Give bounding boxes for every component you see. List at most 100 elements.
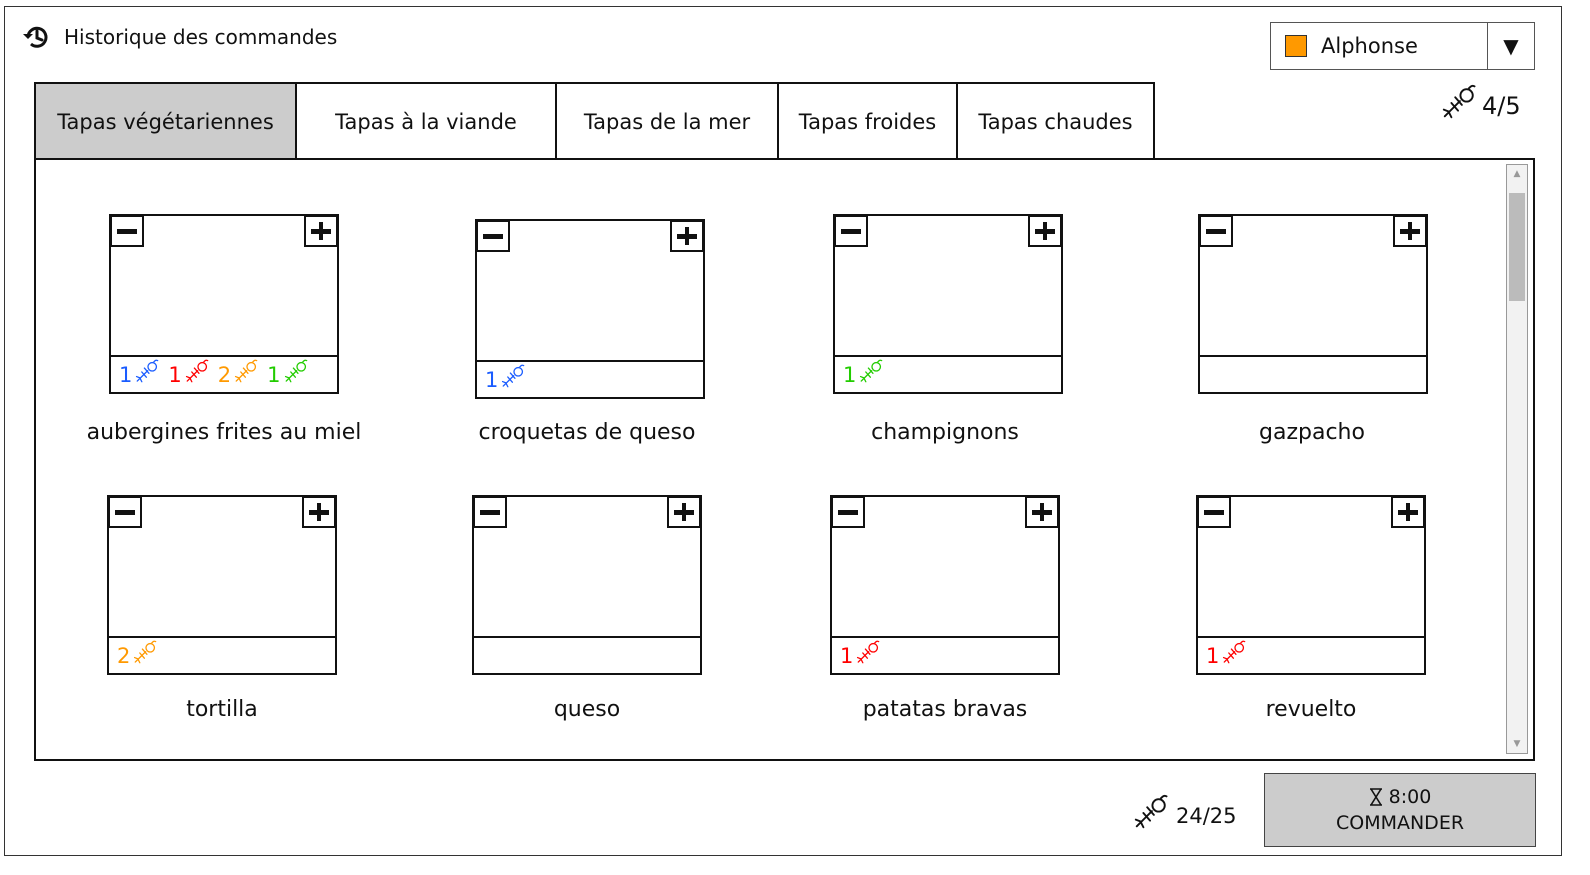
order-count-value: 1	[119, 362, 133, 387]
dish-name: gazpacho	[1259, 420, 1365, 445]
hourglass-icon	[1369, 788, 1382, 806]
order-count-value: 1	[485, 367, 499, 392]
dish-name: patatas bravas	[862, 697, 1028, 722]
dish-orders	[1200, 355, 1426, 392]
order-count: 2	[218, 359, 259, 390]
history-icon	[23, 26, 48, 48]
dish-image	[477, 251, 703, 360]
order-count: 1	[485, 364, 526, 395]
dish-image	[832, 527, 1058, 636]
dish-card: 1	[475, 219, 705, 399]
history-label: Historique des commandes	[64, 25, 338, 49]
order-timer: 8:00	[1369, 786, 1432, 808]
dropdown-arrow-icon[interactable]: ▼	[1487, 23, 1534, 69]
dish-name: queso	[553, 697, 621, 722]
skewer-icon	[1440, 84, 1478, 128]
total-count: 24/25	[1176, 803, 1237, 828]
dish-orders: 1	[1198, 636, 1424, 673]
increase-button[interactable]	[302, 496, 336, 528]
dish-orders: 1	[835, 355, 1061, 392]
app-window	[4, 6, 1562, 856]
order-count-value: 1	[168, 362, 182, 387]
order-count: 1	[119, 359, 160, 390]
tab-vegetarian[interactable]: Tapas végétariennes	[34, 82, 297, 160]
order-count: 1	[843, 359, 884, 390]
order-count-value: 1	[840, 643, 854, 668]
timer-value: 8:00	[1388, 786, 1432, 808]
vertical-scrollbar[interactable]: ▲ ▼	[1506, 164, 1528, 754]
skewer-icon	[134, 359, 160, 390]
dish-card: 1	[830, 495, 1060, 675]
decrease-button[interactable]	[473, 496, 507, 528]
increase-button[interactable]	[1025, 496, 1059, 528]
skewer-icon	[1132, 794, 1170, 837]
increase-button[interactable]	[670, 220, 704, 252]
dish-card: 1	[833, 214, 1063, 394]
order-count: 1	[267, 359, 308, 390]
dish-image	[474, 527, 700, 636]
skewer-icon	[858, 359, 884, 390]
dish-image	[109, 527, 335, 636]
user-skewer-counter: 4/5	[1440, 84, 1521, 128]
order-count: 1	[1206, 640, 1247, 671]
dish-name: champignons	[871, 420, 1019, 445]
decrease-button[interactable]	[108, 496, 142, 528]
dish-orders: 1	[477, 360, 703, 397]
skewer-icon	[1221, 640, 1247, 671]
user-color-swatch	[1285, 35, 1307, 57]
scroll-down-icon[interactable]: ▼	[1513, 739, 1521, 749]
order-count: 1	[168, 359, 209, 390]
order-button-label: COMMANDER	[1335, 812, 1465, 834]
increase-button[interactable]	[1393, 215, 1427, 247]
tab-cold[interactable]: Tapas froides	[777, 82, 958, 160]
decrease-button[interactable]	[476, 220, 510, 252]
skewer-icon	[500, 364, 526, 395]
dish-name: croquetas de queso	[478, 420, 696, 445]
order-count: 2	[117, 640, 158, 671]
order-button[interactable]: 8:00 COMMANDER	[1264, 773, 1536, 847]
tab-meat[interactable]: Tapas à la viande	[295, 82, 557, 160]
dish-orders: 1	[832, 636, 1058, 673]
increase-button[interactable]	[1391, 496, 1425, 528]
order-count-value: 1	[843, 362, 857, 387]
dish-name: aubergines frites au miel	[86, 420, 362, 445]
tab-hot[interactable]: Tapas chaudes	[956, 82, 1155, 160]
dish-image	[1198, 527, 1424, 636]
scroll-thumb[interactable]	[1509, 193, 1525, 301]
user-select[interactable]: Alphonse ▼	[1270, 22, 1535, 70]
dish-orders: 2	[109, 636, 335, 673]
order-count: 1	[840, 640, 881, 671]
skewer-icon	[283, 359, 309, 390]
decrease-button[interactable]	[1199, 215, 1233, 247]
skewer-icon	[184, 359, 210, 390]
skewer-icon	[233, 359, 259, 390]
dish-image	[835, 246, 1061, 355]
category-tabs: Tapas végétariennes Tapas à la viande Ta…	[34, 82, 1155, 160]
scroll-up-icon[interactable]: ▲	[1513, 169, 1521, 179]
user-skewer-count: 4/5	[1482, 92, 1521, 120]
decrease-button[interactable]	[1197, 496, 1231, 528]
increase-button[interactable]	[1028, 215, 1062, 247]
dish-card: 2	[107, 495, 337, 675]
dish-image	[111, 246, 337, 355]
order-count-value: 1	[1206, 643, 1220, 668]
dish-image	[1200, 246, 1426, 355]
skewer-icon	[132, 640, 158, 671]
order-history-link[interactable]: Historique des commandes	[22, 22, 337, 52]
decrease-button[interactable]	[831, 496, 865, 528]
dish-name: revuelto	[1265, 697, 1357, 722]
dish-card: 1	[1196, 495, 1426, 675]
increase-button[interactable]	[667, 496, 701, 528]
increase-button[interactable]	[304, 215, 338, 247]
dish-name: tortilla	[186, 697, 258, 722]
order-count-value: 2	[117, 643, 131, 668]
decrease-button[interactable]	[834, 215, 868, 247]
user-name: Alphonse	[1321, 34, 1418, 58]
tab-seafood[interactable]: Tapas de la mer	[555, 82, 779, 160]
decrease-button[interactable]	[110, 215, 144, 247]
order-count-value: 1	[267, 362, 281, 387]
dish-card	[1198, 214, 1428, 394]
total-skewer-counter: 24/25	[1132, 794, 1237, 837]
